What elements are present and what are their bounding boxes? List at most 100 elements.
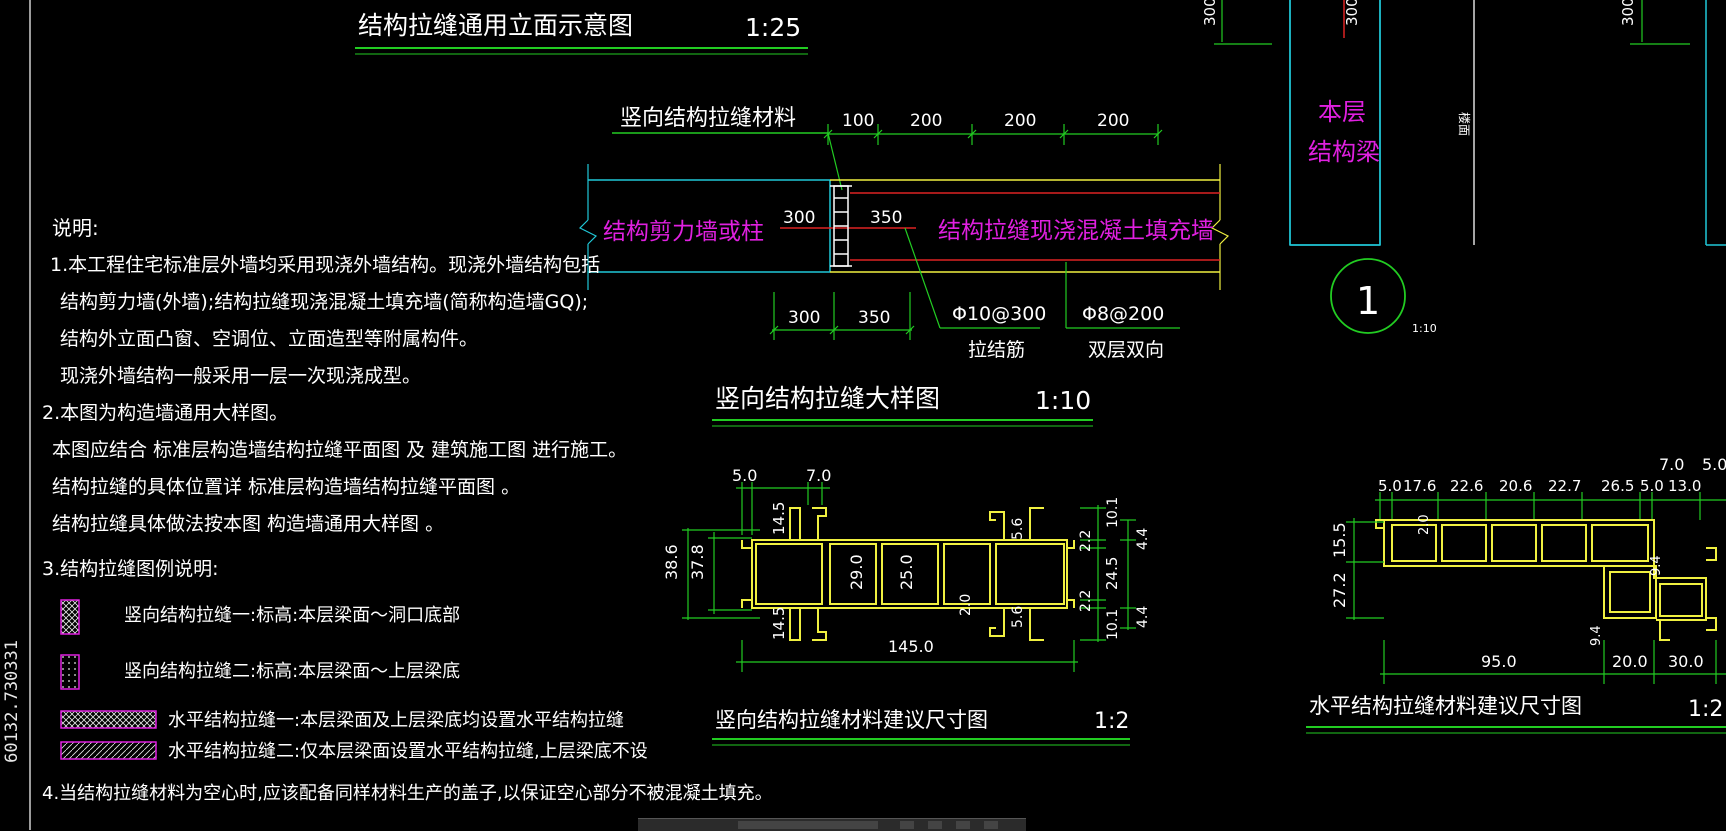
hm-dim-bottom-1: 95.0 xyxy=(1481,652,1517,671)
vm-dim-mid-4: 2.0 xyxy=(958,594,974,616)
hm-dim-bottom-3: 30.0 xyxy=(1668,652,1704,671)
bottom-dim-300: 300 xyxy=(788,308,820,328)
small-label: 楼面 xyxy=(1457,112,1472,136)
bottom-dim-350: 350 xyxy=(858,308,890,328)
vertical-material-label: 竖向结构拉缝材料 xyxy=(620,106,796,131)
callout-number: 1 xyxy=(1356,279,1380,323)
toolbar-icon-4[interactable] xyxy=(984,821,998,829)
toolbar-icon-2[interactable] xyxy=(928,821,942,829)
vm-dim-mid-3: 25.0 xyxy=(897,554,916,590)
vm-dim-left-2: 37.8 xyxy=(688,544,707,580)
legend-swatch-vertical-2 xyxy=(60,654,80,690)
note-line-7: 结构拉缝的具体位置详 标准层构造墙结构拉缝平面图 。 xyxy=(52,476,521,498)
vertical-joint-detail: 竖向结构拉缝材料 100 200 200 200 xyxy=(578,106,1230,427)
vm-dim-top-2: 7.0 xyxy=(806,466,831,485)
top-dim-2: 200 xyxy=(910,111,942,131)
horizontal-material-title: 水平结构拉缝材料建议尺寸图 xyxy=(1309,694,1582,718)
vertical-material-title: 竖向结构拉缝材料建议尺寸图 xyxy=(715,708,988,732)
vm-dim-right-4: 2.2 xyxy=(1078,590,1094,612)
vm-dim-top-1: 5.0 xyxy=(732,466,757,485)
hm-dim-6: 26.5 xyxy=(1601,477,1634,495)
hm-dim-3: 22.6 xyxy=(1450,477,1483,495)
beam-label-1: 本层 xyxy=(1318,98,1366,126)
rebar2-spec: Φ8@200 xyxy=(1082,303,1164,325)
notes-heading: 说明: xyxy=(52,216,99,240)
horizontal-material-profile xyxy=(1375,519,1717,641)
hm-dim-inner-3: 9.4 xyxy=(1589,625,1604,646)
vm-dim-mid-1: 14.5 xyxy=(770,502,788,535)
note-line-2: 结构剪力墙(外墙);结构拉缝现浇混凝土填充墙(简称构造墙GQ); xyxy=(60,291,589,313)
joint-material-section xyxy=(830,185,852,267)
hm-dim-top-a: 7.0 xyxy=(1659,455,1684,474)
hm-dim-8: 13.0 xyxy=(1668,477,1701,495)
vm-dim-mid-5: 14.5 xyxy=(770,607,788,640)
legend-text-2: 竖向结构拉缝二:标高:本层梁面～上层梁底 xyxy=(124,661,461,682)
beam-label-2: 结构梁 xyxy=(1308,138,1380,166)
dim-300-b: 300 xyxy=(1343,0,1361,26)
vm-dim-right-5: 10.1 xyxy=(1105,609,1121,640)
coordinate-readout: 60132.730331 xyxy=(2,640,22,763)
elevation-title-scale: 1:25 xyxy=(745,13,801,42)
top-dim-4: 200 xyxy=(1097,111,1129,131)
rebar1-spec: Φ10@300 xyxy=(952,303,1046,325)
vm-dim-mid-2: 29.0 xyxy=(847,554,866,590)
top-right-section: 300 300 本层 结构梁 楼面 300 1 1:10 xyxy=(1201,0,1726,335)
note-line-9: 3.结构拉缝图例说明: xyxy=(42,558,219,580)
callout-scale: 1:10 xyxy=(1412,322,1437,335)
vertical-material-size: 5.0 7.0 xyxy=(662,466,1151,746)
note-line-5: 2.本图为构造墙通用大样图。 xyxy=(42,402,289,424)
vertical-material-scale: 1:2 xyxy=(1094,709,1129,734)
note-line-8: 结构拉缝具体做法按本图 构造墙通用大样图 。 xyxy=(52,513,445,535)
top-dim-1: 100 xyxy=(842,111,874,131)
vertical-detail-scale: 1:10 xyxy=(1035,386,1091,415)
wall-left-label: 结构剪力墙或柱 xyxy=(603,219,764,245)
command-bar[interactable] xyxy=(638,818,1026,831)
wall-right-label: 结构拉缝现浇混凝土填充墙 xyxy=(938,218,1214,244)
elevation-title: 结构拉缝通用立面示意图 1:25 xyxy=(355,11,808,55)
dim-300-a: 300 xyxy=(1201,0,1219,26)
top-dim-3: 200 xyxy=(1004,111,1036,131)
legend-text-3: 水平结构拉缝一:本层梁面及上层梁底均设置水平结构拉缝 xyxy=(168,710,625,731)
vm-dim-right-2: 2.2 xyxy=(1078,530,1094,552)
inner-dim-300: 300 xyxy=(783,208,815,228)
legend-swatch-horizontal-1 xyxy=(60,710,157,729)
vm-dim-right-6: 4.4 xyxy=(1135,528,1151,550)
vm-dim-left-1: 38.6 xyxy=(662,544,681,580)
hm-dim-2: 17.6 xyxy=(1403,477,1436,495)
legend-swatch-vertical-1 xyxy=(60,599,80,635)
inner-dim-350: 350 xyxy=(870,208,902,228)
detail-callout-circle xyxy=(1330,258,1406,334)
vm-dim-right-3: 24.5 xyxy=(1103,557,1121,590)
hm-dim-top-b: 5.0 xyxy=(1702,455,1726,474)
dim-300-c: 300 xyxy=(1619,0,1637,26)
elevation-title-text: 结构拉缝通用立面示意图 xyxy=(358,11,633,40)
legend-swatch-horizontal-2 xyxy=(60,741,157,760)
vm-dim-right-1: 10.1 xyxy=(1105,497,1121,528)
hm-dim-inner-1: 2.0 xyxy=(1417,514,1432,535)
hm-dim-4: 20.6 xyxy=(1499,477,1532,495)
vertical-material-profile xyxy=(741,507,1075,641)
hm-dim-5: 22.7 xyxy=(1548,477,1581,495)
note-line-last: 4.当结构拉缝材料为空心时,应该配备同样材料生产的盖子,以保证空心部分不被混凝土… xyxy=(42,783,773,804)
vm-dim-total: 145.0 xyxy=(888,637,934,656)
command-input[interactable] xyxy=(738,821,878,829)
hm-dim-1: 5.0 xyxy=(1378,477,1402,495)
hm-dim-bottom-2: 20.0 xyxy=(1612,652,1648,671)
vm-dim-mid-7: 5.6 xyxy=(1010,606,1026,628)
legend-text-1: 竖向结构拉缝一:标高:本层梁面～洞口底部 xyxy=(124,605,461,626)
hm-dim-inner-2: 9.4 xyxy=(1649,555,1664,576)
horizontal-material-scale: 1:2 xyxy=(1688,697,1723,722)
toolbar-icon-1[interactable] xyxy=(900,821,914,829)
rebar2-name: 双层双向 xyxy=(1088,339,1164,361)
hm-dim-7: 5.0 xyxy=(1640,477,1664,495)
vertical-detail-title: 竖向结构拉缝大样图 xyxy=(715,384,940,413)
horizontal-material-size: 7.0 5.0 5.0 17.6 22.6 20.6 22.7 26.5 5.0… xyxy=(1306,455,1726,734)
hm-dim-left-2: 27.2 xyxy=(1330,572,1349,608)
note-line-3: 结构外立面凸窗、空调位、立面造型等附属构件。 xyxy=(60,328,479,350)
hm-dim-left-1: 15.5 xyxy=(1330,522,1349,558)
vm-dim-mid-6: 5.6 xyxy=(1010,518,1026,540)
note-line-6: 本图应结合 标准层构造墙结构拉缝平面图 及 建筑施工图 进行施工。 xyxy=(52,439,628,461)
note-line-1: 1.本工程住宅标准层外墙均采用现浇外墙结构。现浇外墙结构包括 xyxy=(50,254,601,276)
toolbar-icon-3[interactable] xyxy=(956,821,970,829)
